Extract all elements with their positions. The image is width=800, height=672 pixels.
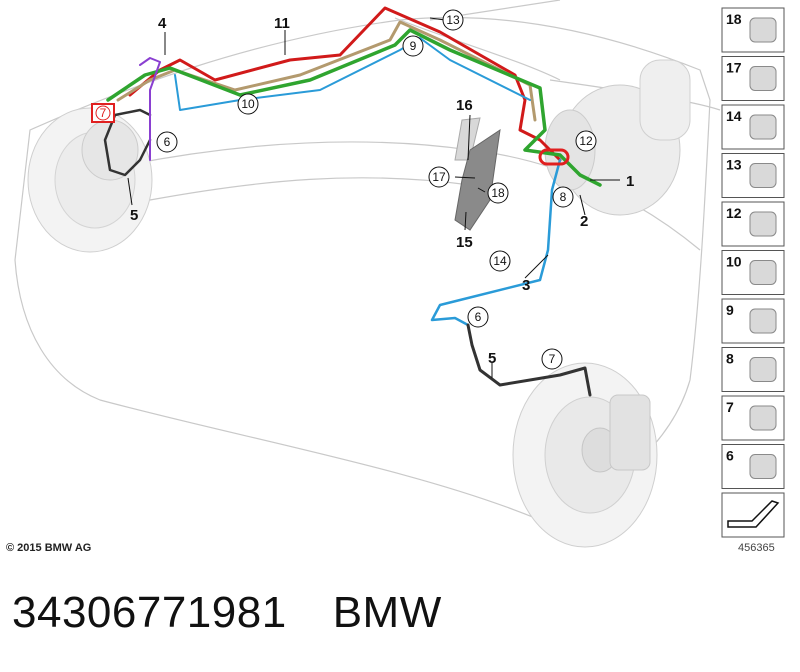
callout-6-right: 6 xyxy=(475,310,482,324)
callout-6-left: 6 xyxy=(164,135,171,149)
brake-line-diagram: 4 11 5 16 15 1 2 3 5 13 9 10 6 12 8 17 1… xyxy=(14,0,785,548)
part-cell-label: 17 xyxy=(726,60,742,76)
part-illustration xyxy=(749,260,777,285)
part-illustration xyxy=(749,66,777,91)
callout-7-left: 7 xyxy=(100,106,107,120)
brake-hose-purple xyxy=(139,57,161,161)
part-illustration xyxy=(749,163,777,188)
parts-side-panel: 18 17 14 13 12 10 9 8 7 6 xyxy=(721,7,785,538)
part-cell-label: 14 xyxy=(726,108,742,124)
part-illustration xyxy=(749,114,777,140)
brake-lines xyxy=(103,6,602,397)
part-illustration xyxy=(749,405,777,431)
callout-7-right: 7 xyxy=(549,352,556,366)
part-cell-14: 14 xyxy=(721,104,785,150)
brake-line-blue-upper xyxy=(174,37,531,111)
callout-13: 13 xyxy=(446,13,460,27)
callout-16: 16 xyxy=(456,97,473,114)
copyright-text: © 2015 BMW AG xyxy=(6,542,92,554)
brake-line-red xyxy=(128,6,562,162)
callout-8: 8 xyxy=(560,190,567,204)
brand-name: BMW xyxy=(332,588,442,637)
front-left-brake-disc xyxy=(27,107,153,253)
part-cell-label: 8 xyxy=(726,351,734,367)
callout-17: 17 xyxy=(432,170,446,184)
part-cell-9: 9 xyxy=(721,298,785,344)
part-cell-17: 17 xyxy=(721,56,785,101)
callout-1: 1 xyxy=(626,173,634,190)
part-cell-7: 7 xyxy=(721,395,785,441)
callout-2: 2 xyxy=(580,213,588,230)
callout-5-left: 5 xyxy=(130,207,138,224)
part-cell-18: 18 xyxy=(721,7,785,53)
arrow-cell xyxy=(721,492,785,538)
part-cell-label: 10 xyxy=(726,254,742,270)
brake-booster xyxy=(544,59,691,216)
brake-hose-right xyxy=(466,323,592,397)
part-cell-label: 9 xyxy=(726,302,734,318)
brake-line-blue-lower xyxy=(430,158,562,327)
bracket-parts xyxy=(454,117,501,231)
red-clip-highlight xyxy=(538,148,570,166)
part-cell-label: 18 xyxy=(726,11,742,27)
part-cell-label: 6 xyxy=(726,448,734,464)
part-illustration xyxy=(749,211,777,237)
part-cell-label: 7 xyxy=(726,399,734,415)
part-cell-13: 13 xyxy=(721,153,785,198)
arrow-icon xyxy=(727,500,780,528)
callout-14: 14 xyxy=(493,254,507,268)
part-cell-10: 10 xyxy=(721,250,785,295)
brake-line-tan xyxy=(116,20,537,122)
part-cell-6: 6 xyxy=(721,444,785,489)
part-cell-label: 13 xyxy=(726,157,742,173)
part-illustration xyxy=(749,17,777,43)
part-cell-12: 12 xyxy=(721,201,785,247)
callout-9: 9 xyxy=(410,39,417,53)
brake-hose-left xyxy=(103,108,152,177)
front-right-brake-disc xyxy=(512,362,658,548)
part-illustration xyxy=(749,357,777,382)
part-cell-8: 8 xyxy=(721,347,785,392)
callout-11: 11 xyxy=(274,15,290,32)
callout-3: 3 xyxy=(522,277,530,294)
callout-10: 10 xyxy=(241,97,255,111)
part-cell-label: 12 xyxy=(726,205,742,221)
leader-lines xyxy=(127,17,620,378)
part-caption: 34306771981 BMW xyxy=(12,588,442,638)
callout-5-right: 5 xyxy=(488,350,496,367)
callout-15: 15 xyxy=(456,234,473,251)
circled-callouts xyxy=(156,9,597,370)
part-illustration xyxy=(749,308,777,334)
image-number: 456365 xyxy=(738,542,775,554)
part-number: 34306771981 xyxy=(12,588,287,637)
brake-line-green xyxy=(106,28,602,187)
callout-12: 12 xyxy=(579,134,593,148)
callout-18: 18 xyxy=(491,186,505,200)
part-illustration xyxy=(749,454,777,479)
callout-4: 4 xyxy=(158,15,167,32)
